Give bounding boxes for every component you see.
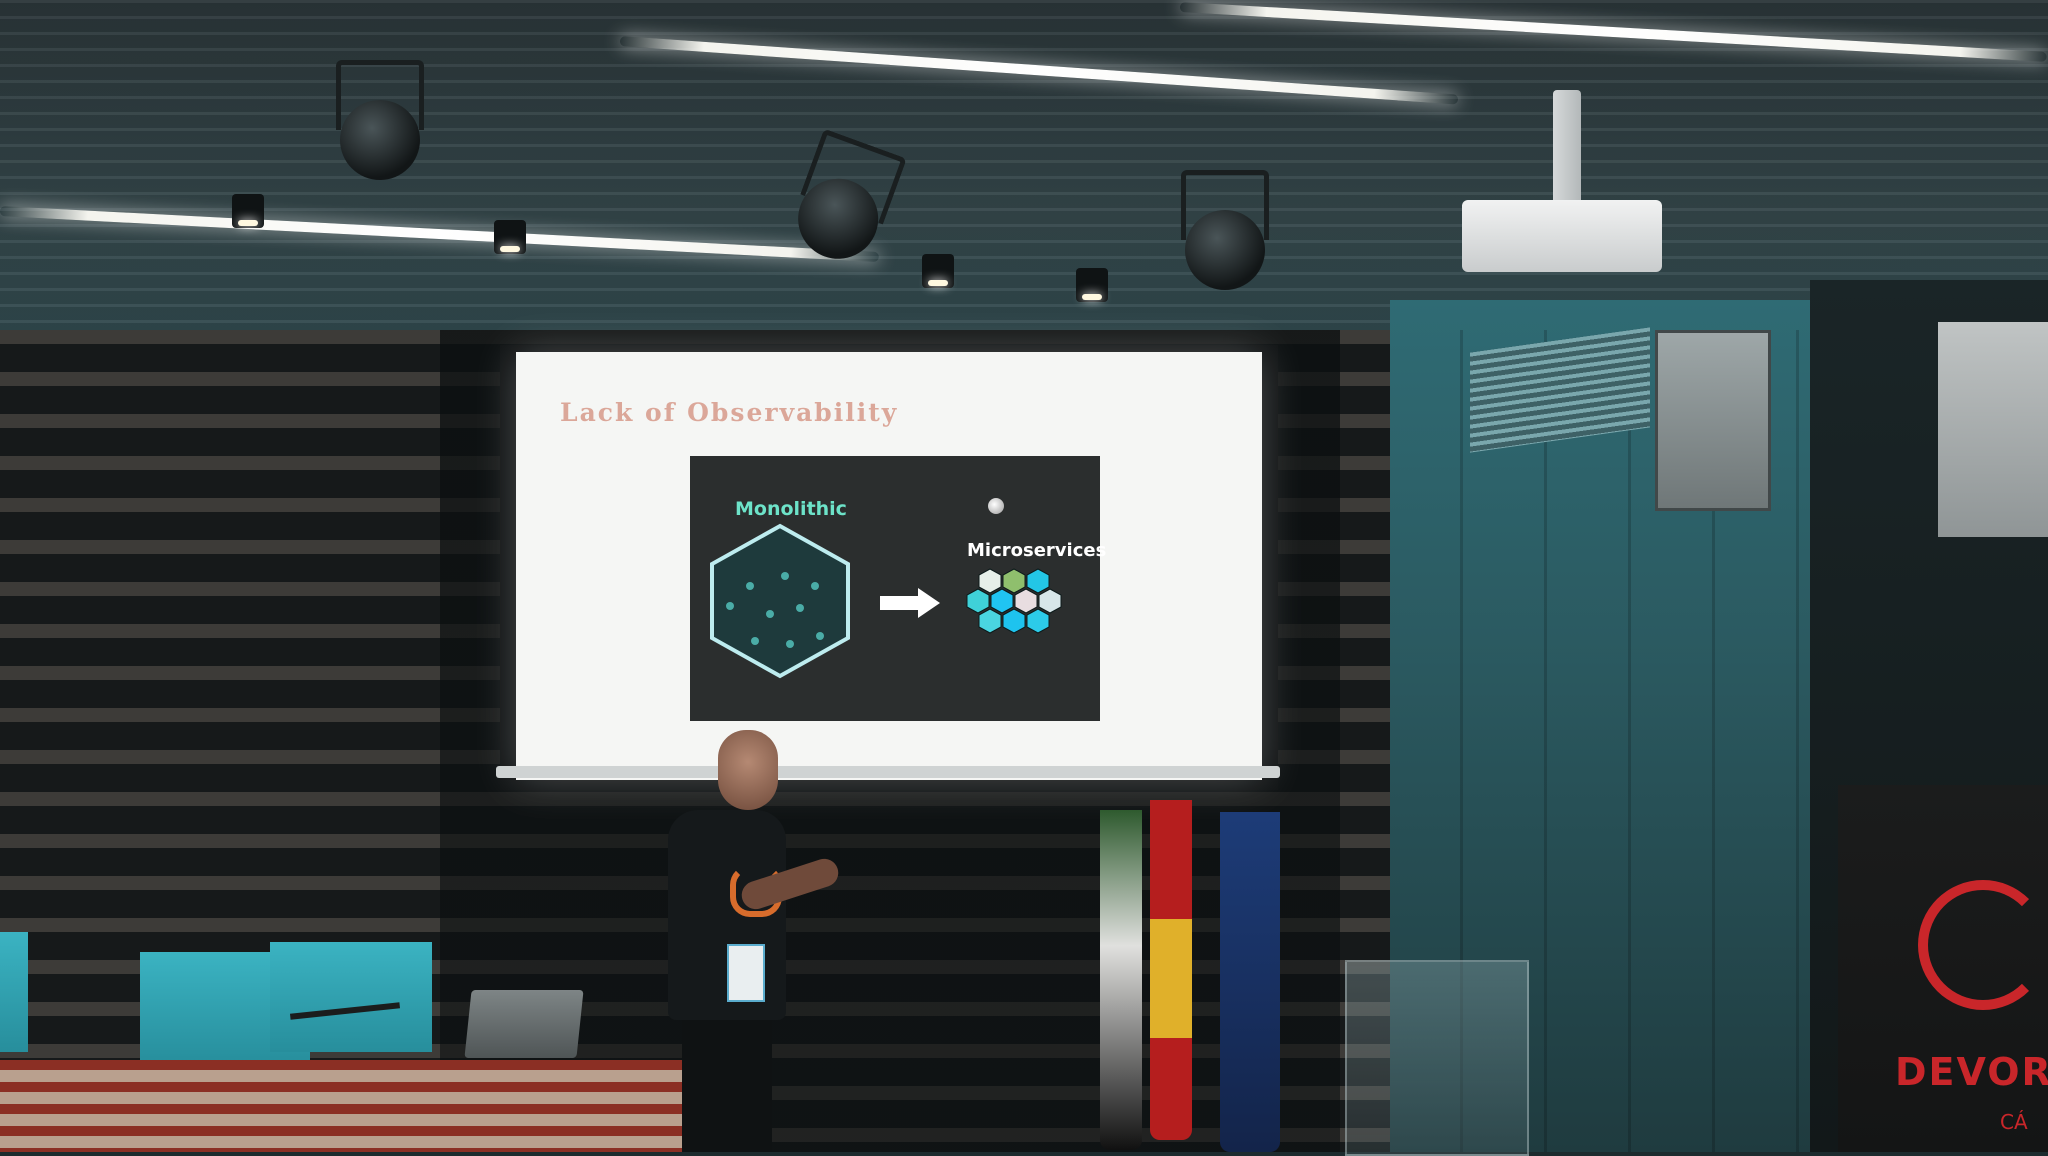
downlight xyxy=(494,220,526,254)
flag xyxy=(1100,810,1142,1150)
spotlight xyxy=(330,60,430,180)
downlight xyxy=(922,254,954,288)
ceiling-projector xyxy=(1462,200,1662,272)
microservices-hexagons xyxy=(966,568,1062,634)
downlight xyxy=(1076,268,1108,302)
laptop xyxy=(464,990,584,1058)
projector-mount xyxy=(1553,90,1581,205)
downlight xyxy=(232,194,264,228)
monolithic-label: Monolithic xyxy=(735,498,847,520)
chair xyxy=(270,942,432,1052)
arrow-icon xyxy=(880,588,940,618)
bullet-dot xyxy=(988,498,1004,514)
banner-brand-text: DEVOR xyxy=(1895,1050,2048,1094)
chair xyxy=(0,932,28,1052)
spotlight xyxy=(1175,170,1275,290)
monolith-dots xyxy=(726,572,824,648)
conference-badge xyxy=(727,944,765,1002)
flag xyxy=(1220,812,1280,1152)
speaker-head xyxy=(718,730,778,810)
speaker-legs xyxy=(682,1015,772,1152)
microservices-label: Microservices xyxy=(967,540,1107,561)
presenter-desk xyxy=(0,1060,712,1152)
banner-sub-text: CÁ xyxy=(2000,1110,2028,1134)
screen-bottom-bar xyxy=(496,766,1280,778)
wall-speaker xyxy=(1655,330,1771,511)
wall-speaker xyxy=(1938,322,2048,537)
podium xyxy=(1345,960,1529,1156)
event-logo-icon xyxy=(1918,880,2048,1010)
flag xyxy=(1150,800,1192,1140)
monolith-hexagon xyxy=(710,523,850,679)
slide-diagram-shapes xyxy=(710,523,1062,679)
slide-title: Lack of Observability xyxy=(560,398,899,427)
